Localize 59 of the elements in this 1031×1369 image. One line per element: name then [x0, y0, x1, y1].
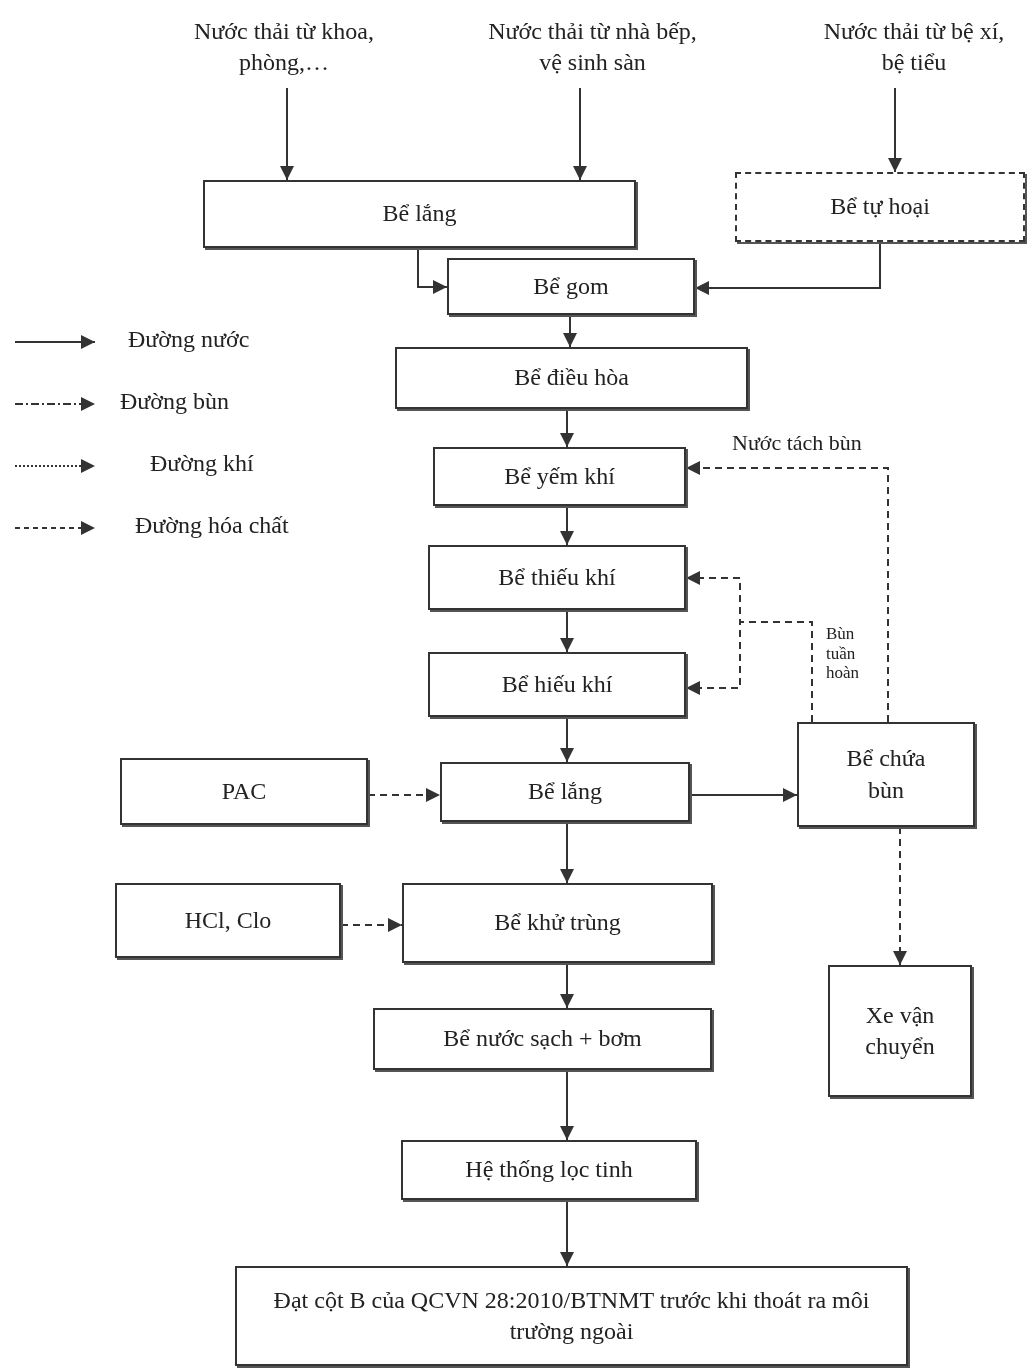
arrow: [685, 621, 813, 723]
arrow: [560, 716, 574, 763]
arrow: [280, 87, 294, 181]
process-box: [447, 258, 695, 315]
node-text: Bể lắng: [528, 777, 602, 807]
process-box: [828, 965, 972, 1097]
process-box: [373, 1008, 712, 1070]
process-box: [797, 722, 975, 827]
node-text: Bể yếm khí: [504, 461, 615, 491]
arrow: [417, 247, 448, 294]
arrow: [340, 918, 403, 932]
arrow: [685, 461, 889, 723]
arrow: [560, 821, 574, 884]
node-text: Bể chứa bùn: [845, 744, 927, 805]
process-box: [428, 545, 686, 610]
arrow: [893, 826, 907, 966]
node-text: Bể khử trùng: [494, 908, 621, 938]
node-text: Nước thải từ nhà bếp, vệ sinh sàn: [487, 17, 698, 78]
arrow: [888, 87, 902, 173]
arrow: [367, 788, 441, 802]
node-text: Bể điều hòa: [514, 363, 629, 393]
legend-label: Đường nước: [128, 326, 250, 353]
node-text: Bể hiếu khí: [501, 669, 613, 699]
arrow: [560, 1199, 574, 1267]
process-box: [401, 1140, 697, 1200]
node-text: Bể lắng: [382, 199, 457, 229]
process-box: [440, 762, 690, 822]
node-text: Nước thải từ khoa, phòng,…: [193, 17, 375, 78]
process-box: [433, 447, 686, 506]
arrow: [560, 609, 574, 653]
process-box: [115, 883, 341, 958]
arrow: [560, 1069, 574, 1141]
arrow: [560, 962, 574, 1009]
node-text: Xe vận chuyển: [864, 1000, 936, 1061]
process-box: [203, 180, 636, 248]
arrow: [560, 408, 574, 448]
arrow: [689, 788, 798, 802]
node-text: Bể nước sạch + bơm: [443, 1024, 642, 1054]
arrow: [694, 241, 881, 295]
process-box: [735, 172, 1025, 242]
process-box: [402, 883, 713, 963]
legend-label: Đường hóa chất: [135, 512, 289, 539]
node-text: Bể thiếu khí: [498, 562, 616, 592]
process-box: [428, 652, 686, 717]
process-box: [235, 1266, 908, 1366]
node-text: Bể tự hoại: [830, 192, 930, 222]
process-box: [120, 758, 368, 825]
node-text: Đạt cột B của QCVN 28:2010/BTNMT trước khi thoát ra môi trường ngoài: [272, 1285, 871, 1346]
node-text: Hệ thống lọc tinh: [465, 1155, 633, 1185]
legend-label: Đường khí: [150, 450, 254, 477]
legend-label: Đường bùn: [120, 388, 230, 415]
node-text: HCl, Clo: [184, 905, 272, 935]
node-text: PAC: [221, 776, 267, 806]
node-text: Nước thải từ bệ xí, bệ tiểu: [822, 17, 1006, 78]
arrow: [560, 505, 574, 546]
arrow: [563, 314, 577, 348]
process-box: [395, 347, 748, 409]
node-text: Bể gom: [533, 271, 609, 301]
arrow: [573, 87, 587, 181]
